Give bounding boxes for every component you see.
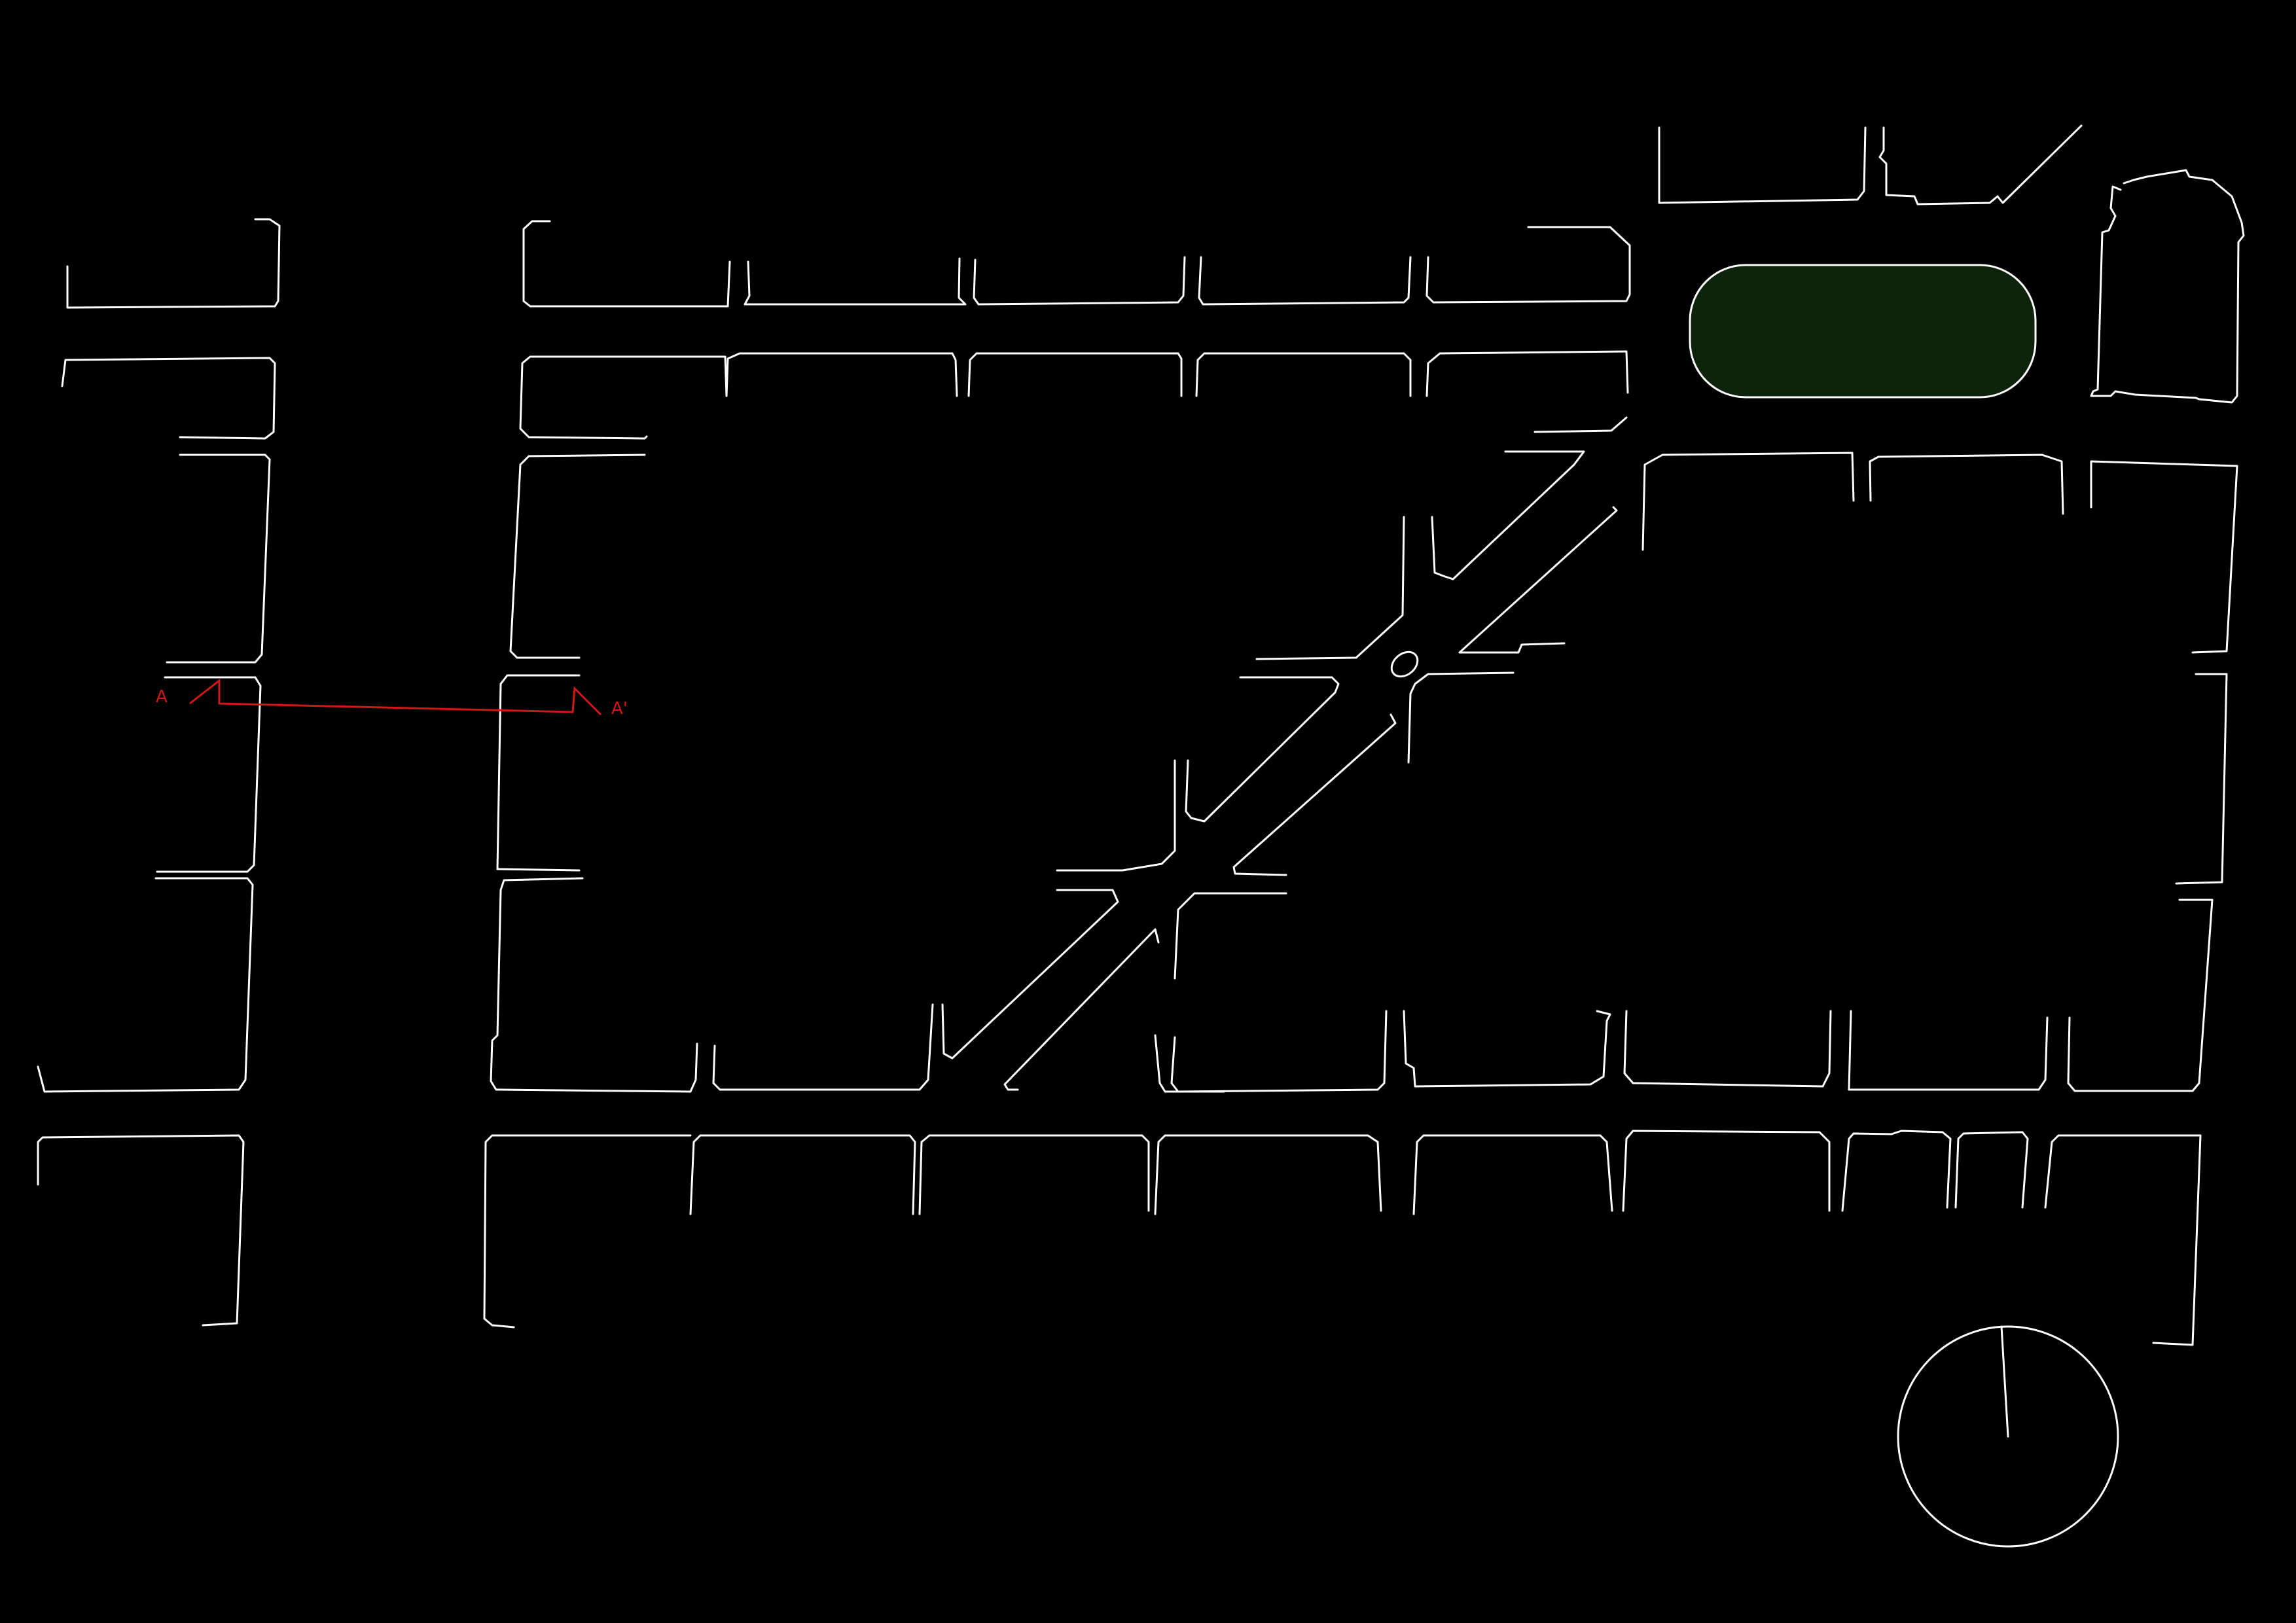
block-outline <box>483 1134 692 1329</box>
section-label-end: A' <box>611 699 628 719</box>
block-outline <box>1198 256 1412 306</box>
block-outline <box>522 220 731 308</box>
avenue-edge <box>1003 928 1160 1091</box>
block-outline <box>1154 1134 1382 1215</box>
north-arrow-needle <box>2000 1325 2009 1438</box>
avenue-edge <box>1056 759 1176 872</box>
block-outline <box>1195 352 1412 397</box>
west-central-blocks <box>483 220 731 1329</box>
block-outline <box>2067 899 2214 1092</box>
roundabout-island <box>1390 651 1419 678</box>
diagonal-avenue <box>941 450 1618 1091</box>
block-outline <box>1869 454 2064 515</box>
block-outline <box>1658 126 1867 204</box>
block-outline <box>66 218 281 309</box>
block-outline <box>37 1134 245 1327</box>
building-outline <box>2090 169 2245 404</box>
block-outline <box>1841 1130 1952 1212</box>
avenue-edge <box>1458 506 1618 654</box>
block-outline <box>519 355 728 440</box>
block-outline <box>1641 452 1855 551</box>
block-outline <box>1622 1130 1831 1212</box>
block-outline <box>1426 350 1629 397</box>
block-outline <box>1534 416 1628 433</box>
north-arrow-circle <box>1897 1325 2119 1548</box>
block-outline <box>744 257 967 306</box>
section-label-start: A <box>156 687 168 707</box>
block-outline <box>2175 673 2228 885</box>
block-outline <box>973 256 1186 306</box>
block-outline <box>2044 1134 2202 1346</box>
block-outline <box>967 352 1183 397</box>
block-outline <box>490 877 698 1093</box>
section-cut-line <box>189 678 602 716</box>
east-blocks <box>1641 452 2238 885</box>
block-outline <box>1403 1010 1611 1088</box>
block-outline <box>2090 460 2238 654</box>
west-blocks <box>37 218 281 1327</box>
block-outline <box>37 877 254 1093</box>
block-outline <box>496 674 581 872</box>
block-outline <box>725 352 958 397</box>
block-outline <box>689 1134 916 1215</box>
central-plaza <box>1689 264 2037 399</box>
block-outline <box>918 1134 1150 1215</box>
block-outline <box>1954 1131 2029 1209</box>
avenue-edge <box>941 889 1119 1060</box>
block-outline <box>166 454 271 664</box>
block-outline <box>1154 1034 1225 1093</box>
block-outline <box>509 454 646 659</box>
block-outline <box>61 357 276 440</box>
north-row-blocks <box>744 226 1631 306</box>
avenue-edge <box>1407 671 1515 764</box>
south-row-blocks <box>689 1130 2202 1346</box>
block-outline <box>1412 1134 1613 1215</box>
block-outline <box>1426 226 1631 304</box>
avenue-edge <box>1174 892 1287 980</box>
avenue-edge <box>1185 676 1340 823</box>
north-arrow-icon <box>1897 1325 2119 1548</box>
section-line-a-a: A A' <box>156 678 628 719</box>
central-south-blocks <box>712 899 2214 1093</box>
block-outline <box>1848 1010 2049 1091</box>
block-outline <box>1623 1010 1832 1088</box>
avenue-edge <box>1232 713 1397 876</box>
north-east-area <box>1658 124 2245 404</box>
second-row-blocks <box>725 350 1629 433</box>
avenue-edge <box>1431 450 1585 580</box>
block-outline <box>712 1003 934 1091</box>
block-outline <box>1878 124 2083 205</box>
block-outline <box>1170 1010 1388 1093</box>
block-outline <box>156 676 262 873</box>
avenue-edge <box>1255 516 1405 660</box>
